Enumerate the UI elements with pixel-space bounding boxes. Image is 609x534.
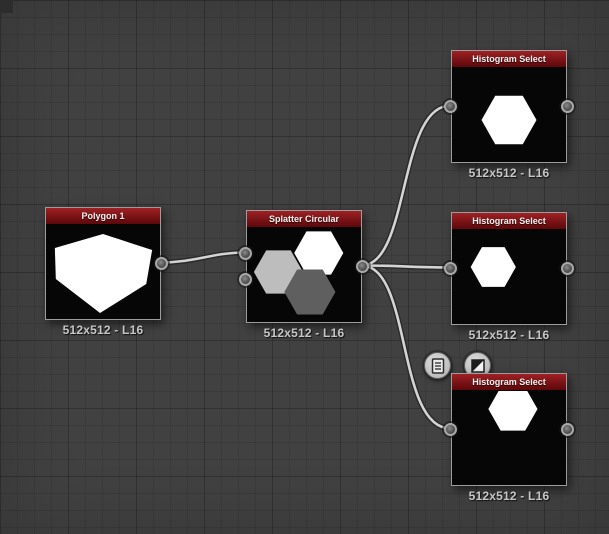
node-title: Splatter Circular [268,214,340,224]
node-thumbnail[interactable] [452,391,566,485]
wire[interactable] [358,262,454,432]
node-resolution-label: 512x512 - L16 [62,323,144,337]
node-resolution-label: 512x512 - L16 [468,328,550,342]
node-histogram-select-1[interactable]: Histogram Select 512x512 - L16 [444,50,574,180]
node-thumbnail[interactable] [247,228,361,322]
node-title: Histogram Select [472,216,546,226]
input-connector[interactable] [444,100,457,113]
wire[interactable] [360,264,452,269]
polygon-shape [54,234,153,313]
node-resolution-label: 512x512 - L16 [468,489,550,503]
node-title: Histogram Select [472,377,546,387]
node-histogram-select-3[interactable]: Histogram Select 512x512 - L16 [444,373,574,503]
hexagon-splatter-shapes [253,231,344,315]
node-resolution-label: 512x512 - L16 [263,326,345,340]
node-title: Histogram Select [472,54,546,64]
node-header[interactable]: Histogram Select [452,213,566,230]
node-properties-button[interactable] [424,352,451,379]
node-thumbnail[interactable] [452,68,566,162]
node-header[interactable]: Histogram Select [452,51,566,68]
wire[interactable] [159,251,247,264]
node-resolution-label: 512x512 - L16 [468,166,550,180]
node-title: Polygon 1 [81,211,125,221]
node-header[interactable]: Splatter Circular [247,211,361,228]
input-connector[interactable] [444,423,457,436]
input-connector[interactable] [444,262,457,275]
node-thumbnail[interactable] [452,230,566,324]
output-connector[interactable] [561,100,574,113]
output-connector[interactable] [356,260,369,273]
wire[interactable] [360,264,452,430]
input-connector[interactable] [239,273,252,286]
split-square-icon [470,358,485,373]
hexagon-shape [488,391,538,431]
hexagon-shape [470,247,516,287]
output-connector[interactable] [561,262,574,275]
output-connector[interactable] [561,423,574,436]
corner-shade [0,0,13,13]
wire[interactable] [360,104,452,267]
node-splatter-circular[interactable]: Splatter Circular 512x512 - L16 [239,210,369,340]
node-header[interactable]: Histogram Select [452,374,566,391]
node-polygon-1[interactable]: Polygon 1 512x512 - L16 [45,207,168,337]
node-header[interactable]: Polygon 1 [46,208,160,225]
node-histogram-select-2[interactable]: Histogram Select 512x512 - L16 [444,212,574,342]
input-connector[interactable] [239,247,252,260]
node-thumbnail[interactable] [46,225,160,319]
output-connector[interactable] [155,257,168,270]
document-lines-icon [431,357,444,374]
hexagon-shape [481,95,537,145]
wire[interactable] [358,102,454,269]
